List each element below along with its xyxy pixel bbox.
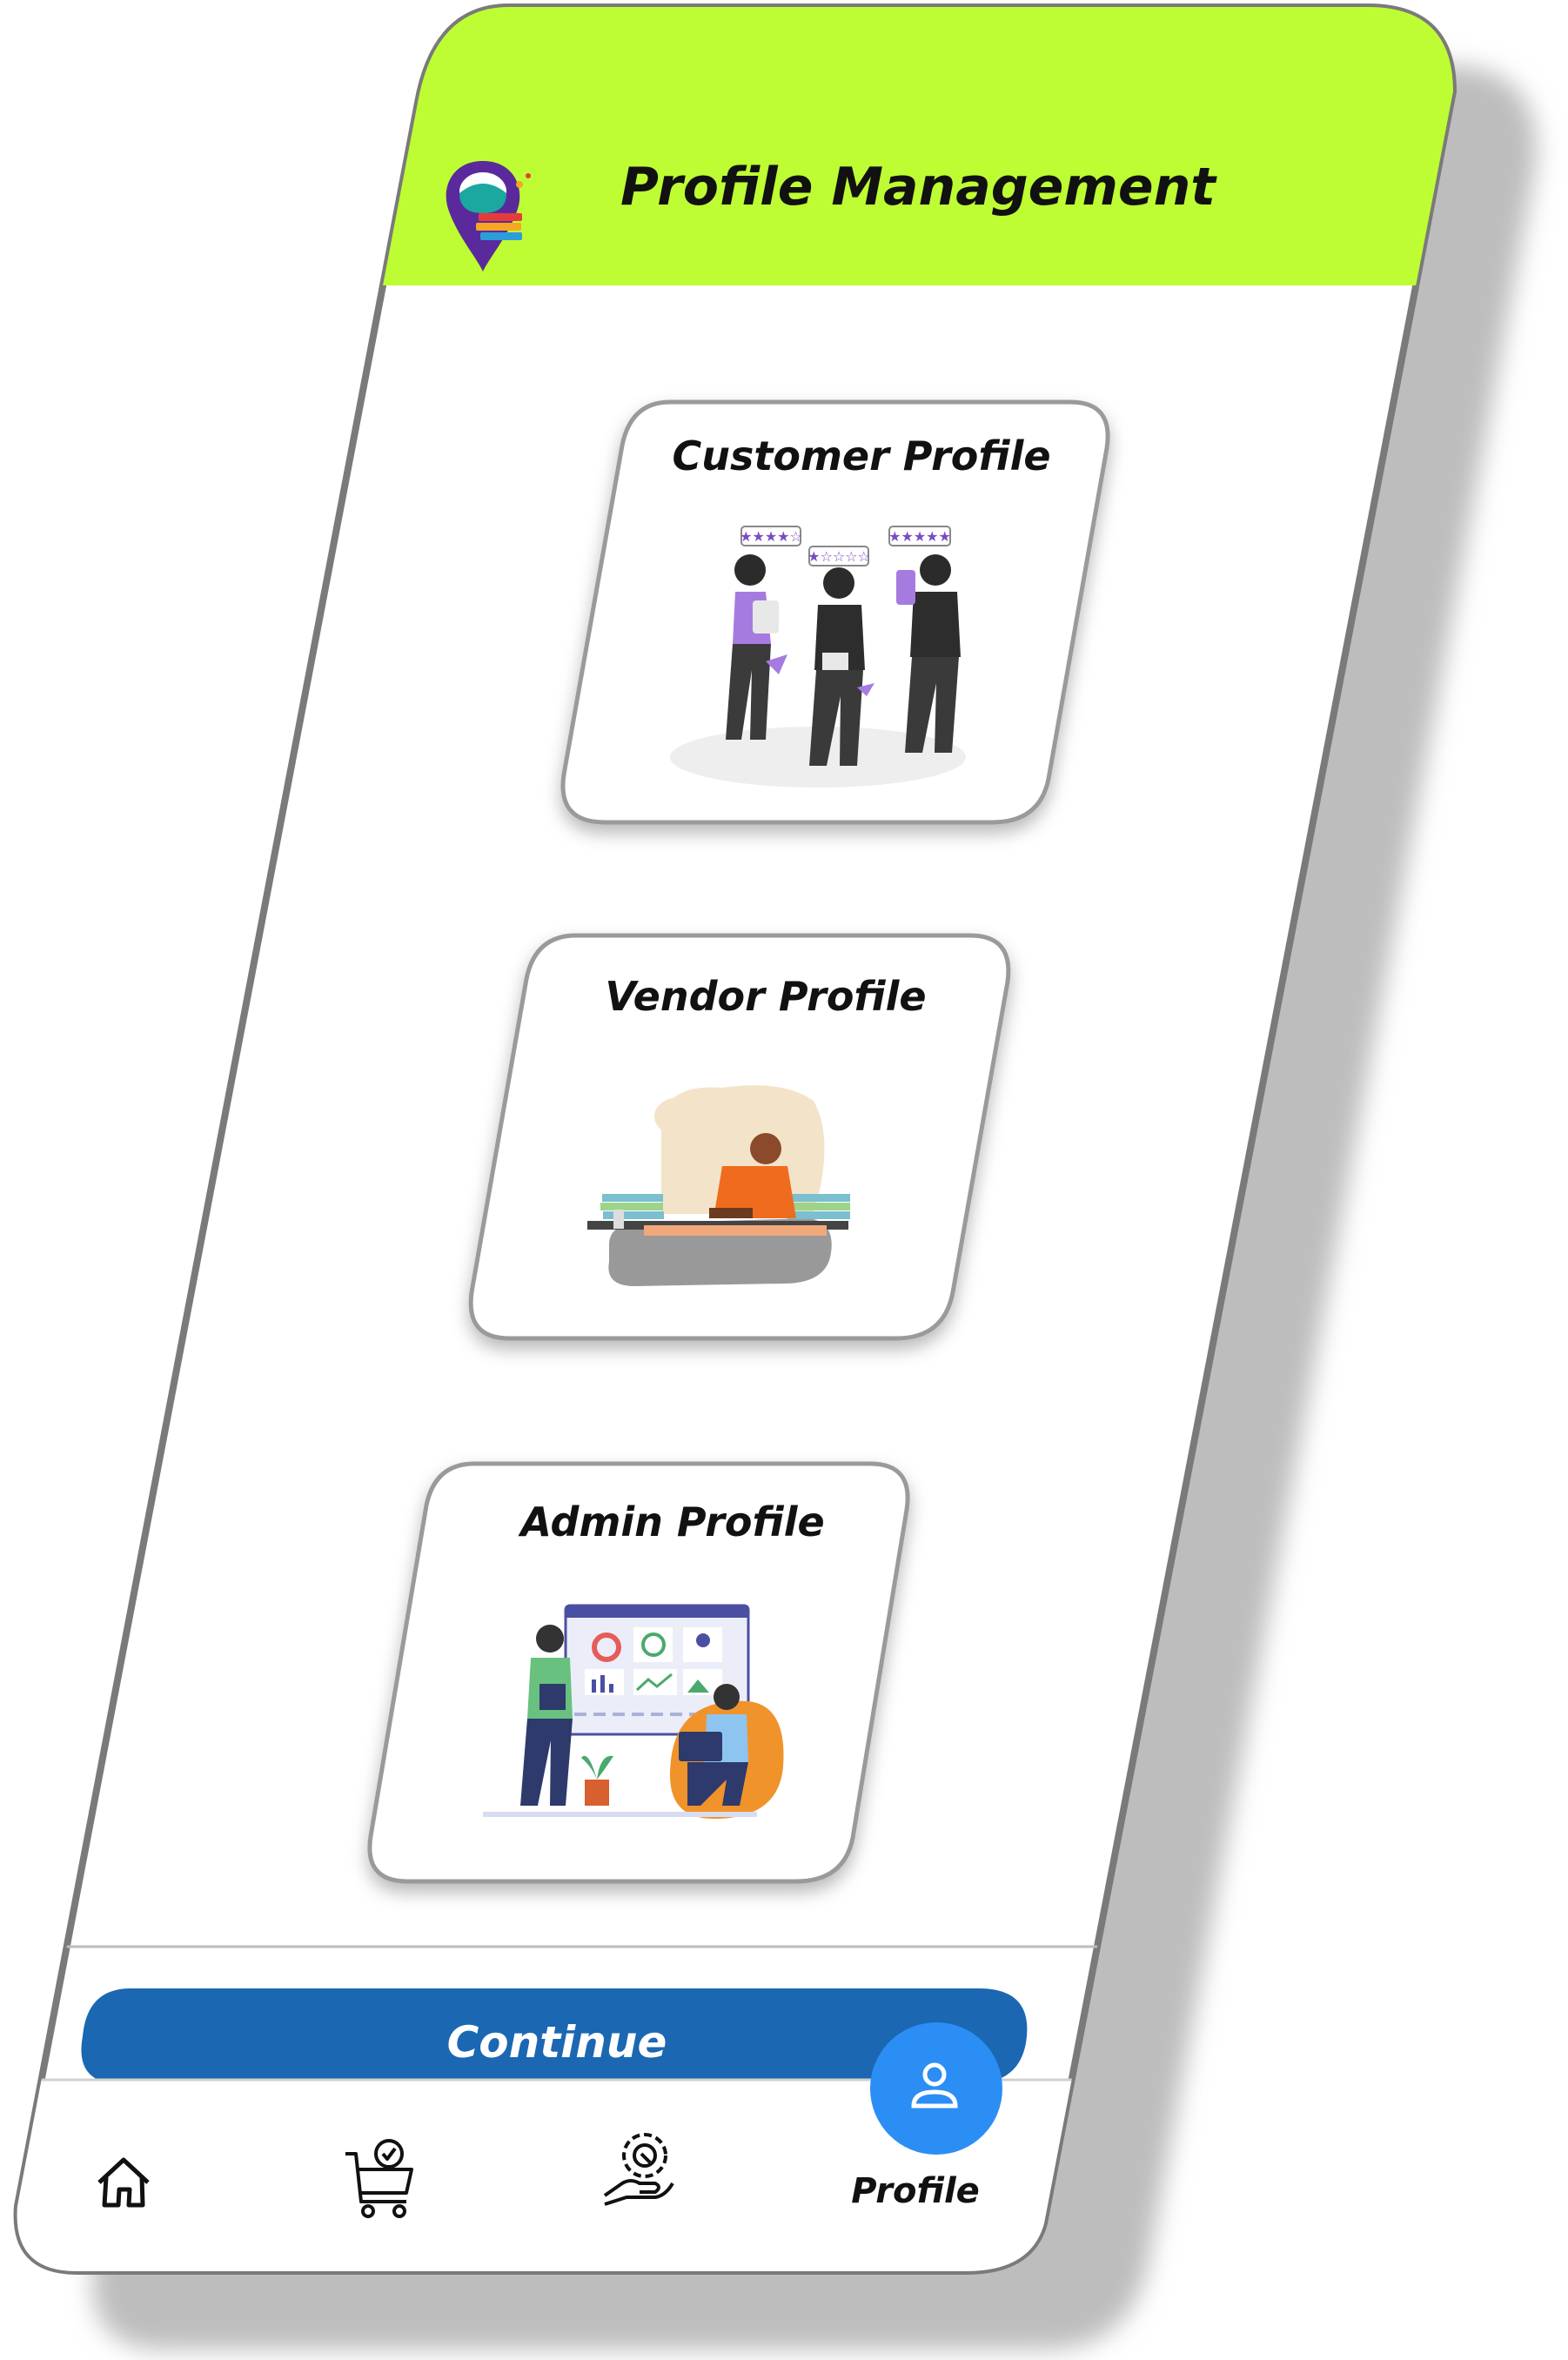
svg-text:★★★★★: ★★★★★	[888, 528, 951, 545]
cart-check-icon	[345, 2139, 413, 2218]
vendor-profile-card[interactable]	[472, 935, 1009, 1338]
customer-profile-card[interactable]	[566, 402, 1109, 822]
user-icon	[911, 2062, 958, 2109]
admin-dashboard-illustration	[483, 1604, 784, 1819]
vendor-workshop-illustration	[587, 1085, 850, 1286]
profile-active-bubble	[870, 2022, 1002, 2155]
map-pin-books-logo-icon	[446, 161, 531, 272]
bottom-nav-bar	[17, 2080, 1453, 2271]
customer-profile-label: Customer Profile	[672, 432, 1051, 479]
home-icon	[97, 2157, 150, 2208]
service-gear-hand-icon	[603, 2133, 674, 2206]
nav-profile-label: Profile	[851, 2171, 980, 2211]
nav-cart[interactable]	[335, 2136, 422, 2223]
svg-text:★☆☆☆☆: ★☆☆☆☆	[807, 548, 870, 565]
admin-profile-label: Admin Profile	[520, 1498, 825, 1545]
admin-profile-card[interactable]	[370, 1464, 909, 1881]
customer-rating-illustration: ★★★★☆ ★☆☆☆☆ ★★★★★	[670, 526, 966, 788]
nav-profile[interactable]	[857, 2019, 1014, 2219]
vendor-profile-label: Vendor Profile	[605, 973, 927, 1020]
continue-button-shape	[81, 1988, 1028, 2084]
header-bar	[17, 7, 1453, 285]
nav-home[interactable]	[80, 2141, 167, 2228]
continue-button-label: Continue	[446, 2017, 667, 2068]
page-title: Profile Management	[620, 157, 1216, 218]
svg-text:★★★★☆: ★★★★☆	[740, 528, 802, 545]
nav-services[interactable]	[596, 2132, 683, 2219]
